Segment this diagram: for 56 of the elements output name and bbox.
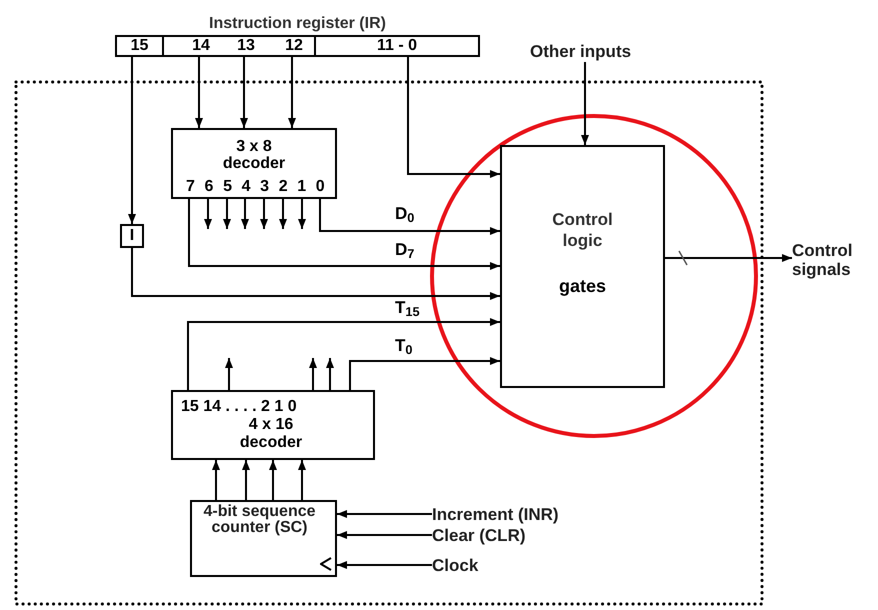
decoder-box — [171, 128, 337, 199]
bit-number: 13 — [237, 37, 255, 55]
signal-label: Control signals — [792, 241, 854, 279]
arrow — [260, 199, 268, 229]
arrow — [279, 199, 287, 229]
bit-number: 11 - 0 — [376, 37, 418, 55]
arrow — [337, 561, 432, 569]
bit-number: 15 — [130, 37, 148, 55]
arrow — [309, 358, 317, 390]
signal-label: Other inputs — [530, 42, 632, 60]
edge-label: T$_{0}$ — [393, 336, 414, 356]
counter-label: 4-bit sequence counter (SC) — [202, 504, 317, 536]
arrow — [349, 357, 500, 390]
edge-label: T$_{15}$ — [393, 298, 422, 318]
arrow — [326, 358, 334, 390]
arrow — [298, 460, 306, 500]
arrow — [240, 55, 248, 128]
arrow — [195, 55, 203, 128]
flip-flop-box — [120, 224, 144, 248]
arrow — [288, 55, 296, 128]
signal-label: Clear (CLR) — [432, 526, 527, 544]
control-logic-box — [500, 145, 665, 388]
arrow — [131, 248, 500, 300]
arrow — [212, 460, 220, 500]
decoder-label: 3 x 8 decoder — [222, 138, 286, 172]
bit-number: 14 — [192, 37, 210, 55]
flip-flop-label: I — [130, 226, 134, 246]
arrow — [242, 460, 250, 500]
output-pin-numbers: 15 14 . . . . 2 1 0 — [181, 398, 297, 416]
arrow — [204, 199, 212, 229]
decoder-box — [171, 390, 375, 460]
arrow — [269, 460, 277, 500]
arrow — [407, 55, 500, 178]
arrow — [225, 358, 233, 390]
arrow — [241, 199, 249, 229]
signal-label: Increment (INR) — [432, 504, 560, 524]
edge-label: D$_{7}$ — [393, 240, 416, 260]
arrow — [128, 55, 136, 224]
counter-box — [190, 500, 337, 577]
block-label: gates — [558, 275, 606, 298]
arrow — [223, 199, 231, 229]
block-label: Control logic — [551, 209, 614, 251]
decoder-label: 4 x 16 decoder — [238, 416, 304, 452]
arrow — [187, 318, 500, 390]
signal-label: Clock — [432, 556, 480, 574]
edge-label: D$_{0}$ — [393, 204, 416, 224]
arrow — [319, 199, 500, 235]
arrow — [337, 510, 432, 518]
arrow — [298, 199, 306, 229]
arrow — [337, 531, 432, 539]
arrow — [665, 254, 792, 262]
arrow — [581, 62, 589, 145]
output-pin-numbers: 7 6 5 4 3 2 1 0 — [186, 178, 328, 196]
register-title: Instruction register (IR) — [208, 14, 387, 34]
bit-number: 12 — [285, 37, 303, 55]
arrow — [188, 199, 500, 270]
